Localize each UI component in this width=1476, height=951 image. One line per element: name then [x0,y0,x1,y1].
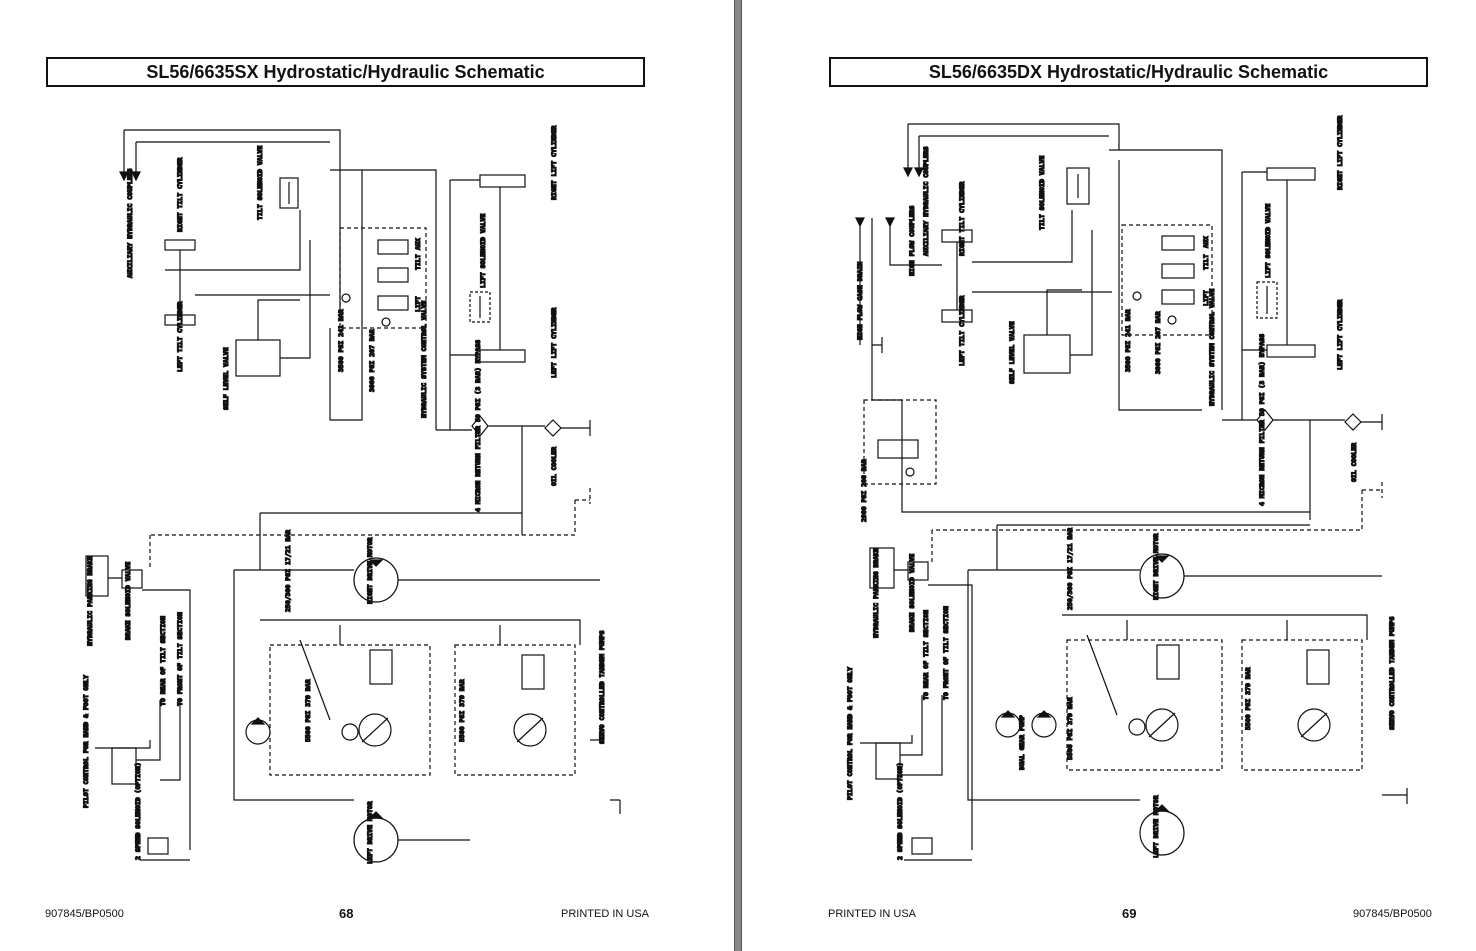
label-oil-cooler: OIL COOLER [1350,443,1358,482]
label-psi-2900: 2900 PSI 200 BAR [860,459,868,522]
label-control-valve: HYDRAULIC SYSTEM CONTROL VALVE [1208,289,1216,406]
label-tilt-solenoid: TILT SOLENOID VALVE [1038,156,1046,230]
page-title: SL56/6635DX Hydrostatic/Hydraulic Schema… [829,57,1428,87]
label-oil-cooler: OIL COOLER [550,447,558,486]
label-psi-3500: 3500 PSI 241 BAR [1124,309,1132,372]
footer-page-number: 69 [1122,906,1137,921]
label-pilot-control: PILOT CONTROL FOR HAND & FOOT ONLY [846,667,854,800]
label-parking-brake: HYDRAULIC PARKING BRAKE [86,556,94,646]
label-filter: 4 MICRON RETURN FILTER 50 PSI (3 BAR) BY… [1258,334,1266,506]
label-psi-3000: 3000 PSI 207 BAR [368,329,376,392]
label-lift-solenoid: LIFT SOLENOID VALVE [479,214,487,288]
label-high-flow-drain: HIGH FLOW CASE DRAIN [856,262,864,340]
label-self-level: SELF LEVEL VALVE [1008,321,1016,384]
label-lift: LIFT [414,296,422,312]
label-aux: AUX [414,238,422,250]
hydraulic-schematic: AUXILIARY HYDRAULIC COUPLERS HIGH FLOW C… [845,115,1408,861]
label-front-tilt: TO FRONT OF TILT SECTION [176,612,184,706]
footer-doc-id: 907845/BP0500 [1353,908,1432,920]
label-rear-tilt: TO REAR OF TILT SECTION [159,616,167,706]
label-tilt: TILT [1202,254,1210,270]
label-left-tilt: LEFT TILT CYLINDER [176,301,184,372]
label-psi-3000: 3000 PSI 207 BAR [1154,311,1162,374]
label-right-lift: RIGHT LIFT CYLINDER [550,126,558,200]
label-aux: AUX [1202,236,1210,248]
label-tilt: TILT [414,254,422,270]
label-lift-solenoid: LIFT SOLENOID VALVE [1264,204,1272,278]
label-right-lift: RIGHT LIFT CYLINDER [1336,116,1344,190]
label-left-motor: LEFT DRIVE MOTOR [366,801,374,864]
label-rear-tilt: TO REAR OF TILT SECTION [922,610,930,700]
label-brake-solenoid: BRAKE SOLENOID VALVE [124,562,132,640]
label-servo-pumps: SERVO CONTROLLED TANDEM PUMPS [1388,616,1396,730]
label-tilt-solenoid: TILT SOLENOID VALVE [256,146,264,220]
label-psi-3500: 3500 PSI 241 BAR [337,309,345,372]
footer-doc-id: 907845/BP0500 [45,908,124,920]
label-two-speed: 2 SPEED SOLENOID (OPTION) [134,762,142,860]
label-left-tilt: LEFT TILT CYLINDER [958,295,966,366]
footer-printed: PRINTED IN USA [561,908,650,920]
footer-page-number: 68 [339,906,354,921]
hydraulic-schematic: AUXILIARY HYDRAULIC COUPLERS RIGHT TILT … [81,125,621,865]
label-right-motor: RIGHT DRIVE MOTOR [366,537,374,604]
label-high-flow-couplers: HIGH FLOW COUPLERS [908,205,916,276]
label-psi-250: 250/300 PSI 17/21 BAR [284,530,292,612]
label-right-motor: RIGHT DRIVE MOTOR [1152,533,1160,600]
label-front-tilt: TO FRONT OF TILT SECTION [942,606,950,700]
label-brake-solenoid: BRAKE SOLENOID VALVE [908,554,916,632]
label-servo-pumps: SERVO CONTROLLED TANDEM PUMPS [598,630,606,744]
label-left-motor: LEFT DRIVE MOTOR [1152,795,1160,858]
footer-printed: PRINTED IN USA [828,908,917,920]
label-psi-5500-b: 5500 PSI 379 BAR [458,679,466,742]
label-aux-couplers: AUXILIARY HYDRAULIC COUPLERS [922,146,930,256]
page-title: SL56/6635SX Hydrostatic/Hydraulic Schema… [46,57,645,87]
label-aux-couplers: AUXILIARY HYDRAULIC COUPLERS [126,168,134,278]
label-control-valve: HYDRAULIC SYSTEM CONTROL VALVE [420,301,428,418]
label-parking-brake: HYDRAULIC PARKING BRAKE [872,548,880,638]
label-psi-5500-b: 5500 PSI 379 BAR [1244,667,1252,730]
label-psi-5500-a: 5500 PSI 379 BAR [304,679,312,742]
label-pilot-control: PILOT CONTROL FOR HAND & FOOT ONLY [82,675,90,808]
label-two-speed: 2 SPEED SOLENOID (OPTION) [896,762,904,860]
label-filter: 4 MICRON RETURN FILTER 50 PSI (3 BAR) BY… [474,340,482,512]
label-right-tilt: RIGHT TILT CYLINDER [176,158,184,232]
label-left-lift: LEFT LIFT CYLINDER [1336,299,1344,370]
label-psi-5500-a: 5500 PSI 379 BAR [1066,697,1074,760]
label-left-lift: LEFT LIFT CYLINDER [550,307,558,378]
label-self-level: SELF LEVEL VALVE [222,347,230,410]
manual-page-left: SL56/6635SX Hydrostatic/Hydraulic Schema… [0,0,735,951]
label-psi-250: 250/300 PSI 17/21 BAR [1066,528,1074,610]
manual-page-right: SL56/6635DX Hydrostatic/Hydraulic Schema… [741,0,1476,951]
label-dual-gear-pump: DUAL GEAR PUMP [1018,715,1026,770]
label-lift: LIFT [1202,290,1210,306]
label-right-tilt: RIGHT TILT CYLINDER [958,182,966,256]
